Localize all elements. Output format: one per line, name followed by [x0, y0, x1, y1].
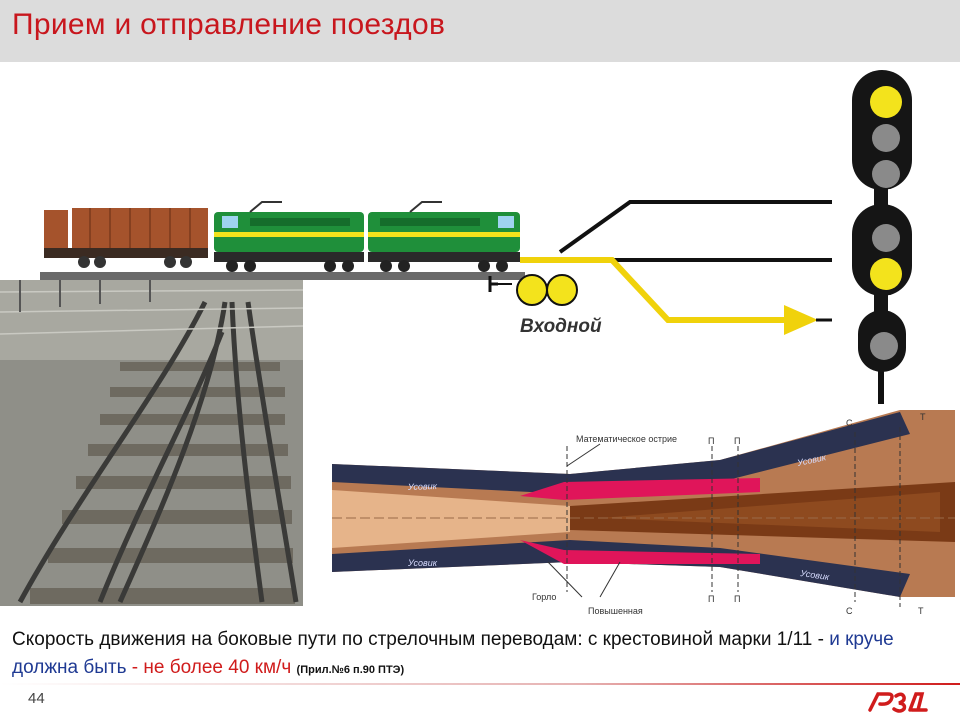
label-throat: Горло	[532, 592, 556, 602]
raised-section-bottom	[520, 540, 760, 564]
caption-emphasis: и круче должна быть	[12, 629, 894, 678]
lamp-off	[872, 124, 900, 152]
label-wing-rail: Усовик	[407, 481, 438, 492]
label-raised: Повышенная	[588, 606, 643, 616]
label-wing-rail: Усовик	[799, 568, 831, 582]
lamp-off	[872, 160, 900, 188]
caption-reference: (Прил.№6 п.90 ПТЭ)	[296, 664, 405, 676]
signal-lamp-yellow	[546, 274, 578, 306]
label-math-point: Математическое острие	[576, 434, 677, 444]
lamp-yellow-bottom	[870, 258, 902, 290]
footer-divider	[0, 683, 960, 685]
wing-rail-top	[332, 412, 910, 494]
title-bar	[0, 0, 960, 62]
traffic-light	[852, 70, 912, 404]
frog-labels: Математическое острие Усовик Усовик Усов…	[407, 412, 926, 616]
signal-lamp-yellow	[516, 274, 548, 306]
frog-diagram	[332, 410, 955, 607]
speed-caption: Скорость движения на боковые пути по стр…	[12, 626, 952, 684]
label-wing-rail: Усовик	[407, 558, 438, 568]
signal-label: Входной	[520, 316, 602, 337]
track-scheme	[520, 200, 832, 335]
label-section-p: П	[708, 436, 714, 446]
rzd-logo	[868, 692, 928, 713]
label-section-s: С	[846, 418, 853, 428]
label-section-t: Т	[918, 606, 924, 616]
caption-text: Скорость движения на боковые пути по стр…	[12, 629, 824, 650]
lamp-yellow-top	[870, 86, 902, 118]
wing-rail-bottom	[332, 540, 910, 597]
page-number: 44	[28, 690, 45, 707]
lamp-off	[870, 332, 898, 360]
route-arrowhead	[784, 305, 818, 335]
caption-speed-limit: - не более 40 км/ч	[126, 657, 292, 678]
label-section-p: П	[734, 594, 740, 604]
label-section-p: П	[708, 594, 714, 604]
train-illustration	[40, 201, 525, 280]
entry-signal	[488, 274, 578, 306]
switch-photo	[0, 280, 304, 606]
label-section-s: С	[846, 606, 853, 616]
slide-title: Прием и отправление поездов	[12, 8, 446, 41]
raised-section-top	[520, 478, 760, 500]
lamp-off	[872, 224, 900, 252]
label-section-t: Т	[920, 412, 926, 422]
label-section-p: П	[734, 436, 740, 446]
slide-illustrations: Входной	[0, 70, 955, 616]
route-arrow-line	[520, 257, 790, 323]
